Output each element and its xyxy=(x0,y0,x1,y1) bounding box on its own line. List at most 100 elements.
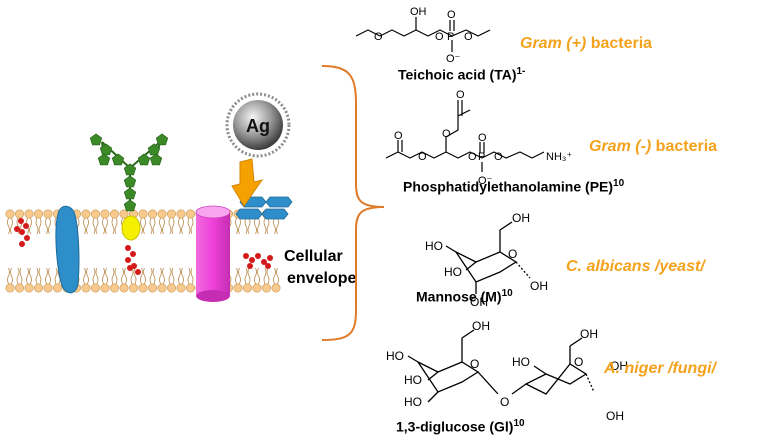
lipid-tail xyxy=(38,267,42,285)
lipid-tail xyxy=(187,267,191,285)
lipid-tail xyxy=(178,267,181,285)
lipid-tail xyxy=(181,217,184,235)
envelope-label-line2: envelope xyxy=(287,270,356,287)
lipid-head xyxy=(91,283,101,293)
svg-text:OH: OH xyxy=(470,295,488,309)
membrane-channel xyxy=(195,205,231,302)
lipid-tail xyxy=(276,267,279,285)
svg-text:O⁻: O⁻ xyxy=(446,53,461,65)
lipid-tail xyxy=(54,267,58,285)
lipid-tail xyxy=(171,217,175,235)
lipid-tail xyxy=(10,267,13,285)
lipid-tail xyxy=(266,217,270,235)
glycan-sugar-unit xyxy=(123,175,137,188)
anchor-lipid-tail xyxy=(125,245,141,275)
lipid-tail xyxy=(273,217,276,235)
svg-text:OH: OH xyxy=(606,409,624,423)
lipid-head xyxy=(119,209,129,219)
lipid-tail xyxy=(102,217,105,235)
lipid-tail xyxy=(7,217,10,235)
svg-text:O: O xyxy=(468,151,477,163)
organism-label-gram-negative: Gram (-) bacteria xyxy=(589,138,718,155)
lipid-head xyxy=(52,283,62,293)
lipid-head xyxy=(176,209,186,219)
lipid-tail xyxy=(276,217,279,235)
svg-text:OH: OH xyxy=(472,319,490,333)
lipid-tail xyxy=(238,267,241,285)
lipid-tail xyxy=(86,217,89,235)
lipid-tail xyxy=(235,267,238,285)
glycan-sugar-unit xyxy=(123,187,137,200)
svg-text:OH: OH xyxy=(530,279,548,293)
glycan-sugar-units xyxy=(89,133,169,212)
lipid-head xyxy=(43,209,53,219)
glycan-sugar-unit xyxy=(137,153,151,166)
lipid-tail xyxy=(140,217,143,235)
lipid-chain-right xyxy=(243,253,273,269)
teichoic-acid-structure xyxy=(355,17,491,52)
svg-text:O: O xyxy=(442,128,451,140)
lipid-tail xyxy=(29,267,32,285)
pe-atoms: O O O O O P O O O⁻ NH₃⁺ xyxy=(394,89,572,187)
lipid-head xyxy=(33,209,43,219)
svg-text:HO: HO xyxy=(425,239,443,253)
lipid-head xyxy=(15,209,24,219)
lipid-head xyxy=(186,283,196,293)
lipid-head xyxy=(243,283,253,293)
lipid-tail xyxy=(83,267,86,285)
molecule-name-teichoic-acid: Teichoic acid (TA)1- xyxy=(398,66,526,83)
lipid-head xyxy=(81,283,91,293)
lipid-tail xyxy=(133,267,137,285)
diglucose-structure xyxy=(407,329,595,403)
lipid-tail xyxy=(257,217,260,235)
svg-text:HO: HO xyxy=(404,373,422,387)
particle-label: Ag xyxy=(246,116,270,136)
glycan-sugar-unit xyxy=(111,153,125,166)
lipid-tail xyxy=(38,217,42,235)
svg-text:O: O xyxy=(447,9,456,21)
curly-bracket xyxy=(321,65,385,341)
svg-text:OH: OH xyxy=(410,6,427,18)
lipid-head xyxy=(33,283,43,293)
svg-text:O: O xyxy=(500,395,509,409)
transmembrane-protein xyxy=(55,205,80,294)
svg-text:HO: HO xyxy=(404,395,422,409)
lipid-tail xyxy=(238,217,241,235)
lipid-tail xyxy=(190,217,194,235)
lipid-tail xyxy=(35,217,39,235)
lipid-tail xyxy=(19,267,23,285)
lipid-tail xyxy=(178,217,181,235)
lipid-head xyxy=(138,209,148,219)
glycan-sugar-unit xyxy=(99,143,113,156)
lipid-tail xyxy=(159,267,162,285)
lipid-head xyxy=(24,283,34,293)
lipid-head xyxy=(261,283,271,293)
lipid-tail xyxy=(266,267,270,285)
glycan-sugar-unit xyxy=(123,163,137,176)
diglucose-atoms: OH HO HO HO O O OH HO O OH OH xyxy=(386,319,628,423)
svg-text:O: O xyxy=(418,151,427,163)
svg-text:O: O xyxy=(435,31,444,43)
silver-nanoparticle: Ag xyxy=(225,92,291,158)
svg-text:NH₃⁺: NH₃⁺ xyxy=(546,151,572,163)
lipid-tail xyxy=(7,267,10,285)
lipid-tail xyxy=(48,217,51,235)
mannose-structure xyxy=(445,221,531,294)
svg-text:OH: OH xyxy=(512,211,530,225)
lipid-tail xyxy=(162,217,165,235)
svg-text:O: O xyxy=(464,31,473,43)
lipid-tail xyxy=(124,267,127,285)
lipid-tail xyxy=(114,267,118,285)
lipid-tail xyxy=(257,267,260,285)
lipid-tail xyxy=(152,217,156,235)
lipid-tail xyxy=(111,267,115,285)
glycan-sugar-unit xyxy=(155,133,169,146)
lipid-tail xyxy=(159,217,162,235)
binding-arrow xyxy=(231,158,264,207)
lipid-tail xyxy=(149,217,153,235)
lipid-tail xyxy=(244,267,248,285)
svg-text:O⁻: O⁻ xyxy=(478,175,493,187)
lipid-tail xyxy=(10,217,13,235)
lipid-tail xyxy=(149,267,153,285)
